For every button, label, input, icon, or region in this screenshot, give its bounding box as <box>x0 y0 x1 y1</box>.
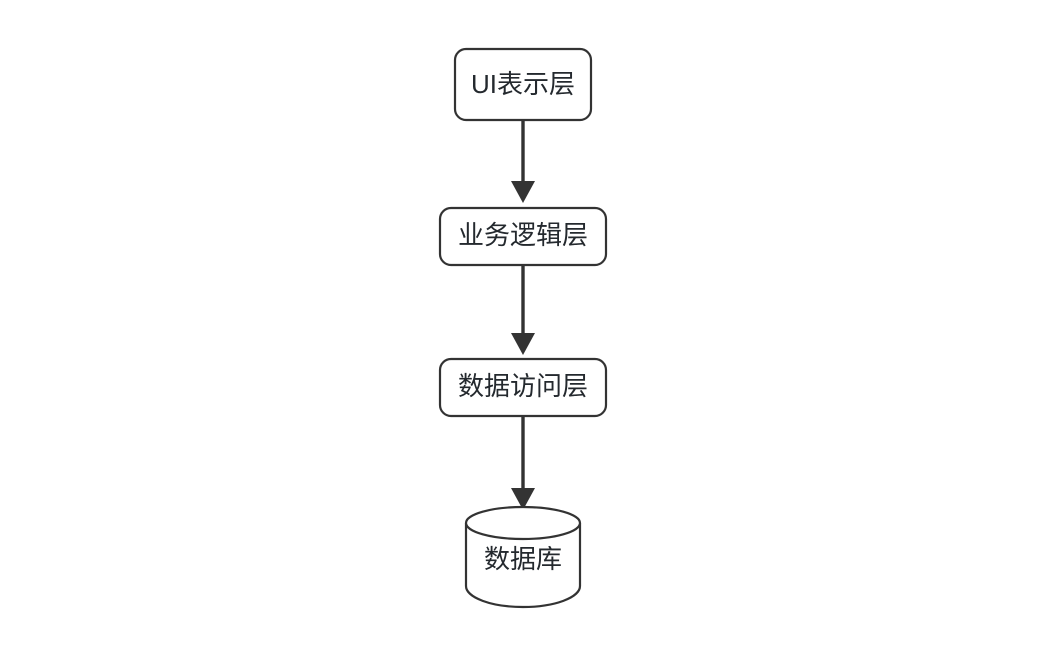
edge-business-to-data-access <box>511 265 535 355</box>
node-data-access-layer[interactable]: 数据访问层 <box>438 357 608 418</box>
node-data-access-layer-label: 数据访问层 <box>458 371 588 401</box>
edge-ui-to-business-arrowhead <box>511 181 535 203</box>
node-database[interactable]: 数据库 <box>464 505 582 609</box>
node-ui-layer[interactable]: UI表示层 <box>453 47 593 122</box>
node-data-access-layer-shape <box>438 357 608 418</box>
node-ui-layer-label: UI表示层 <box>471 69 575 99</box>
edge-data-access-to-database-arrowhead <box>511 488 535 510</box>
edge-ui-to-business <box>511 120 535 203</box>
edge-business-to-data-access-arrowhead <box>511 333 535 355</box>
database-cylinder-body <box>464 523 582 609</box>
node-business-logic-layer-shape <box>438 206 608 267</box>
node-business-logic-layer[interactable]: 业务逻辑层 <box>438 206 608 267</box>
edge-data-access-to-database <box>511 416 535 510</box>
node-business-logic-layer-label: 业务逻辑层 <box>458 220 588 250</box>
database-cylinder-top <box>464 505 582 541</box>
node-ui-layer-shape <box>453 47 593 122</box>
node-database-label: 数据库 <box>484 544 562 574</box>
